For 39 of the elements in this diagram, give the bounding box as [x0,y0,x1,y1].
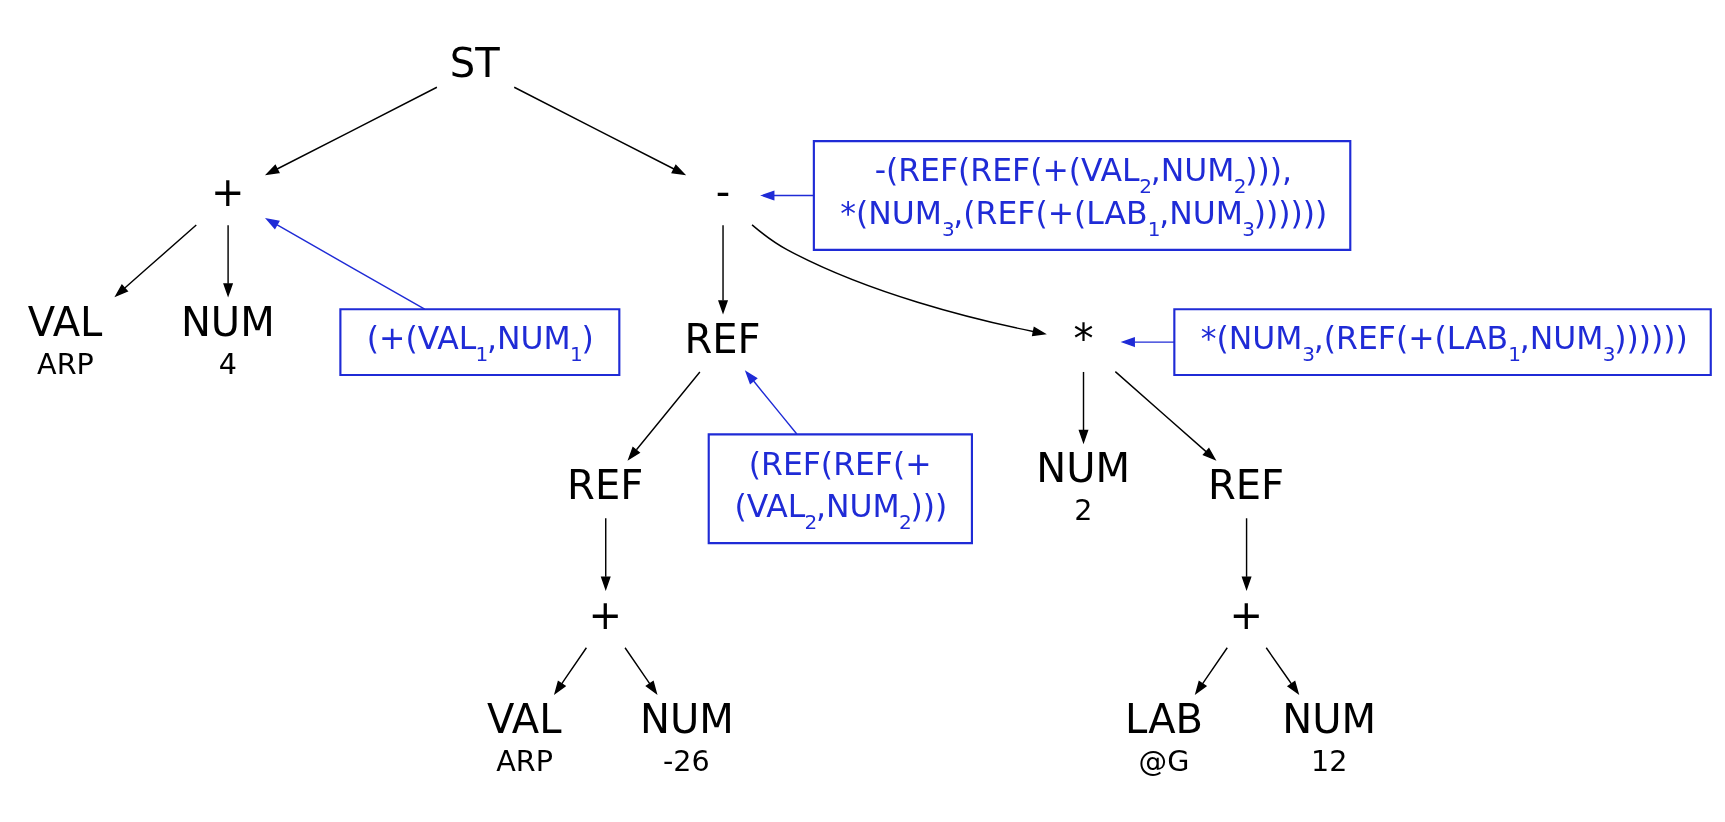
arrow [718,224,729,315]
arrow [264,86,438,175]
arrow [751,223,1047,336]
node-text: NUM -26 [640,695,734,778]
arrow [1194,646,1228,695]
arrow [553,646,588,695]
node-text: + [588,591,623,638]
arrow [1114,370,1217,461]
arrow [223,224,234,298]
node-text: VAL ARP [27,298,103,381]
node-box: (REF(REF(+ (VAL$_{2}$,NUM$_{2}$))) [707,432,973,544]
node-box: *(NUM$_{3}$,(REF(+(LAB$_{1}$,NUM$_{3}$)))))) [1173,307,1712,376]
arrow [600,517,611,591]
arrow [624,646,658,695]
node-text: ST [449,39,500,86]
node-text: NUM 12 [1282,695,1377,778]
arrow [744,369,798,435]
node-box: -(REF(REF(+(VAL$_{2}$,NUM$_{2}$))), *(NUM$_{3}$,(REF(+(LAB$_{1}$,NUM$_{3}$)))))) [812,139,1352,251]
arrow [1078,370,1089,444]
node-text: REF [1207,461,1285,508]
node-text: REF [567,461,644,508]
node-text: NUM 4 [180,298,275,381]
arrow [114,223,197,297]
node-text: + [1229,591,1263,638]
arrow [1120,336,1175,347]
node-text: * [1073,315,1094,362]
node-box: (+(VAL$_{1}$,NUM$_{1}$) [339,307,621,376]
arrow [265,217,426,310]
node-text: NUM 2 [1036,444,1131,527]
arrow [1241,517,1252,591]
arrow [760,190,815,200]
node-text: + [210,168,245,215]
node-text: LAB @G [1124,695,1204,778]
node-text: REF [684,315,761,362]
arrow [1265,646,1300,695]
node-text: - [715,168,731,215]
arrow [627,370,701,461]
arrow [513,86,687,175]
node-text: VAL ARP [487,695,562,778]
